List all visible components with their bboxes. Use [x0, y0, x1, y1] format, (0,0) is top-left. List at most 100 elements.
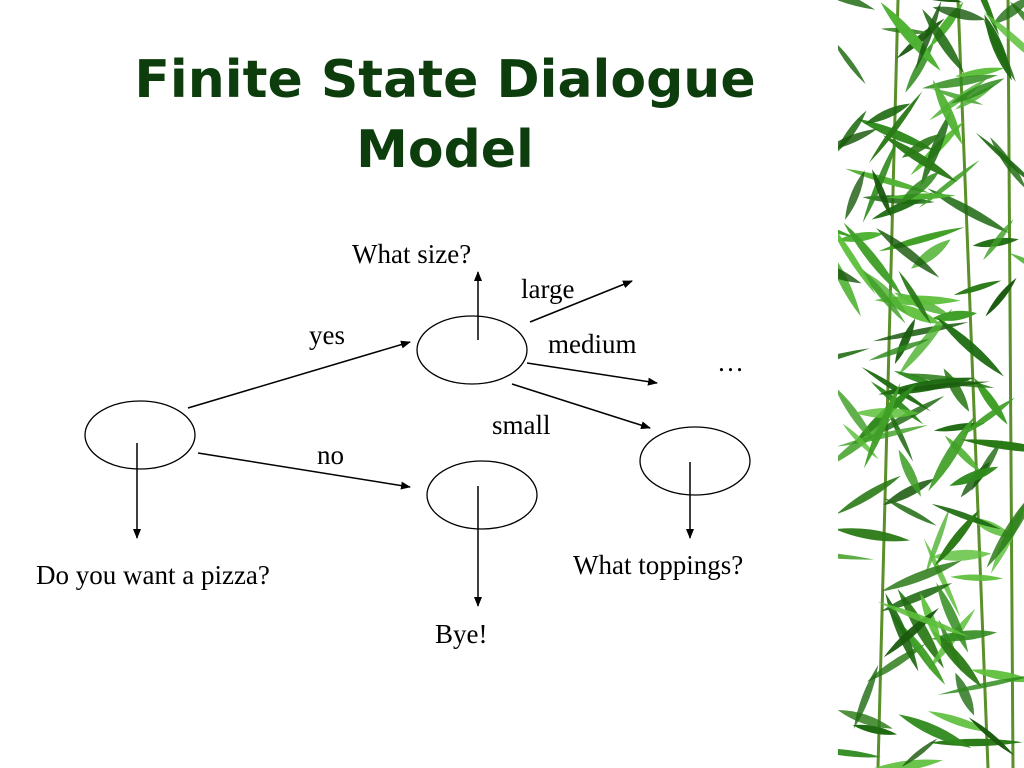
start-prompt-label: Do you want a pizza?	[36, 560, 270, 590]
bamboo-leaf	[838, 348, 870, 370]
bamboo-leaf	[863, 382, 901, 469]
bamboo-leaf	[838, 256, 862, 284]
bamboo-leaf	[931, 310, 978, 321]
bamboo-leaf	[898, 714, 972, 748]
bamboo-leaf	[894, 318, 916, 365]
title-line-1: Finite State Dialogue	[134, 50, 756, 110]
bamboo-leaf	[915, 0, 942, 70]
bamboo-leaf	[880, 2, 941, 71]
bamboo-leaf	[838, 219, 876, 295]
bamboo-leaf	[838, 475, 901, 515]
bamboo-leaf	[901, 738, 938, 767]
bamboo-leaf	[892, 0, 963, 3]
bamboo-leaf	[838, 39, 866, 85]
bamboo-leaf	[852, 724, 897, 735]
bamboo-leaf	[898, 270, 932, 325]
bamboo-leaf	[862, 138, 898, 223]
bamboo-leaf	[868, 91, 923, 163]
bamboo-leaf	[884, 498, 937, 526]
bamboo-leaf	[933, 422, 985, 432]
state-start	[84, 400, 196, 470]
transition-medium-label: medium	[548, 329, 637, 359]
bamboo-leaf	[928, 711, 992, 733]
bamboo-leaf	[983, 12, 1024, 71]
bamboo-leaf	[990, 137, 1024, 190]
transition-large-label: large	[521, 274, 574, 304]
bamboo-leaf	[973, 377, 1008, 425]
bamboo-leaf	[838, 128, 878, 152]
bamboo-leaf	[868, 395, 945, 439]
bamboo-leaf	[927, 188, 1010, 234]
transition-medium-arrow	[526, 362, 658, 386]
bamboo-leaf	[932, 6, 986, 21]
transition-small-arrow	[511, 383, 651, 430]
bamboo-leaf	[881, 583, 953, 612]
bamboo-leaf	[953, 280, 1002, 296]
size-prompt-label: What size?	[352, 239, 471, 269]
transition-small-label: small	[492, 410, 551, 440]
bamboo-leaves-decoration	[838, 0, 1024, 768]
bamboo-leaf	[843, 222, 903, 297]
bamboo-leaf	[898, 449, 922, 497]
bamboo-leaf	[993, 0, 1024, 24]
bamboo-leaf	[882, 135, 957, 182]
bamboo-leaf	[899, 171, 939, 204]
bamboo-leaf	[863, 759, 943, 768]
bamboo-leaf	[877, 601, 970, 637]
bamboo-leaf	[986, 487, 1024, 568]
bamboo-leaf	[922, 74, 998, 89]
bamboo-leaf	[955, 672, 975, 716]
continuation-ellipsis: …	[717, 347, 744, 377]
bamboo-leaf	[838, 709, 893, 729]
transition-large-arrow	[529, 280, 633, 323]
bamboo-leaf	[934, 509, 980, 567]
bamboo-leaf	[838, 748, 882, 758]
bamboo-leaf	[923, 538, 961, 618]
bamboo-leaf	[838, 0, 876, 10]
bamboo-leaf	[949, 466, 999, 486]
title-line-2: Model	[356, 120, 534, 180]
bamboo-leaf	[891, 381, 990, 392]
bamboo-leaf	[857, 118, 935, 151]
bamboo-leaf	[838, 385, 878, 447]
bamboo-leaf	[857, 264, 906, 324]
bamboo-leaf	[883, 478, 935, 505]
bamboo-leaf	[985, 277, 1017, 317]
bamboo-leaf	[931, 503, 1001, 530]
bamboo-leaf	[937, 675, 1024, 695]
bamboo-leaf	[968, 717, 1015, 756]
bamboo-leaf	[931, 629, 982, 688]
bamboo-leaf	[872, 169, 892, 217]
bamboo-leaf	[920, 110, 952, 187]
bamboo-leaf	[961, 439, 1024, 453]
bamboo-leaf	[845, 168, 930, 193]
toppings-prompt-label: What toppings?	[573, 550, 743, 580]
bamboo-leaf	[983, 219, 1014, 261]
bamboo-leaf	[881, 560, 962, 592]
state-toppings	[639, 426, 751, 496]
transition-no-arrow	[197, 452, 411, 490]
bamboo-leaf	[931, 630, 997, 642]
bamboo-leaf	[868, 338, 931, 361]
transition-yes-arrow	[187, 340, 411, 409]
bye-prompt-label: Bye!	[435, 619, 487, 649]
slide-title: Finite State Dialogue Model	[40, 45, 850, 185]
bamboo-leaf	[876, 228, 940, 278]
bamboo-leaf	[838, 528, 910, 542]
bamboo-leaf	[937, 317, 1004, 377]
bamboo-leaf	[984, 14, 1012, 81]
state-bye	[426, 460, 538, 530]
bamboo-leaf	[845, 170, 865, 220]
bamboo-leaf	[943, 368, 970, 412]
transition-yes-label: yes	[309, 320, 345, 350]
bamboo-leaf	[893, 370, 940, 387]
bamboo-leaf	[932, 80, 963, 145]
state-diagram: What size? large yes medium … small no W…	[36, 239, 751, 649]
transition-no-label: no	[317, 440, 344, 470]
bamboo-leaf	[961, 397, 1015, 436]
bamboo-leaf	[904, 627, 946, 685]
bamboo-leaf	[853, 664, 879, 729]
bamboo-leaf	[950, 78, 1005, 104]
bamboo-leaf	[885, 593, 919, 672]
